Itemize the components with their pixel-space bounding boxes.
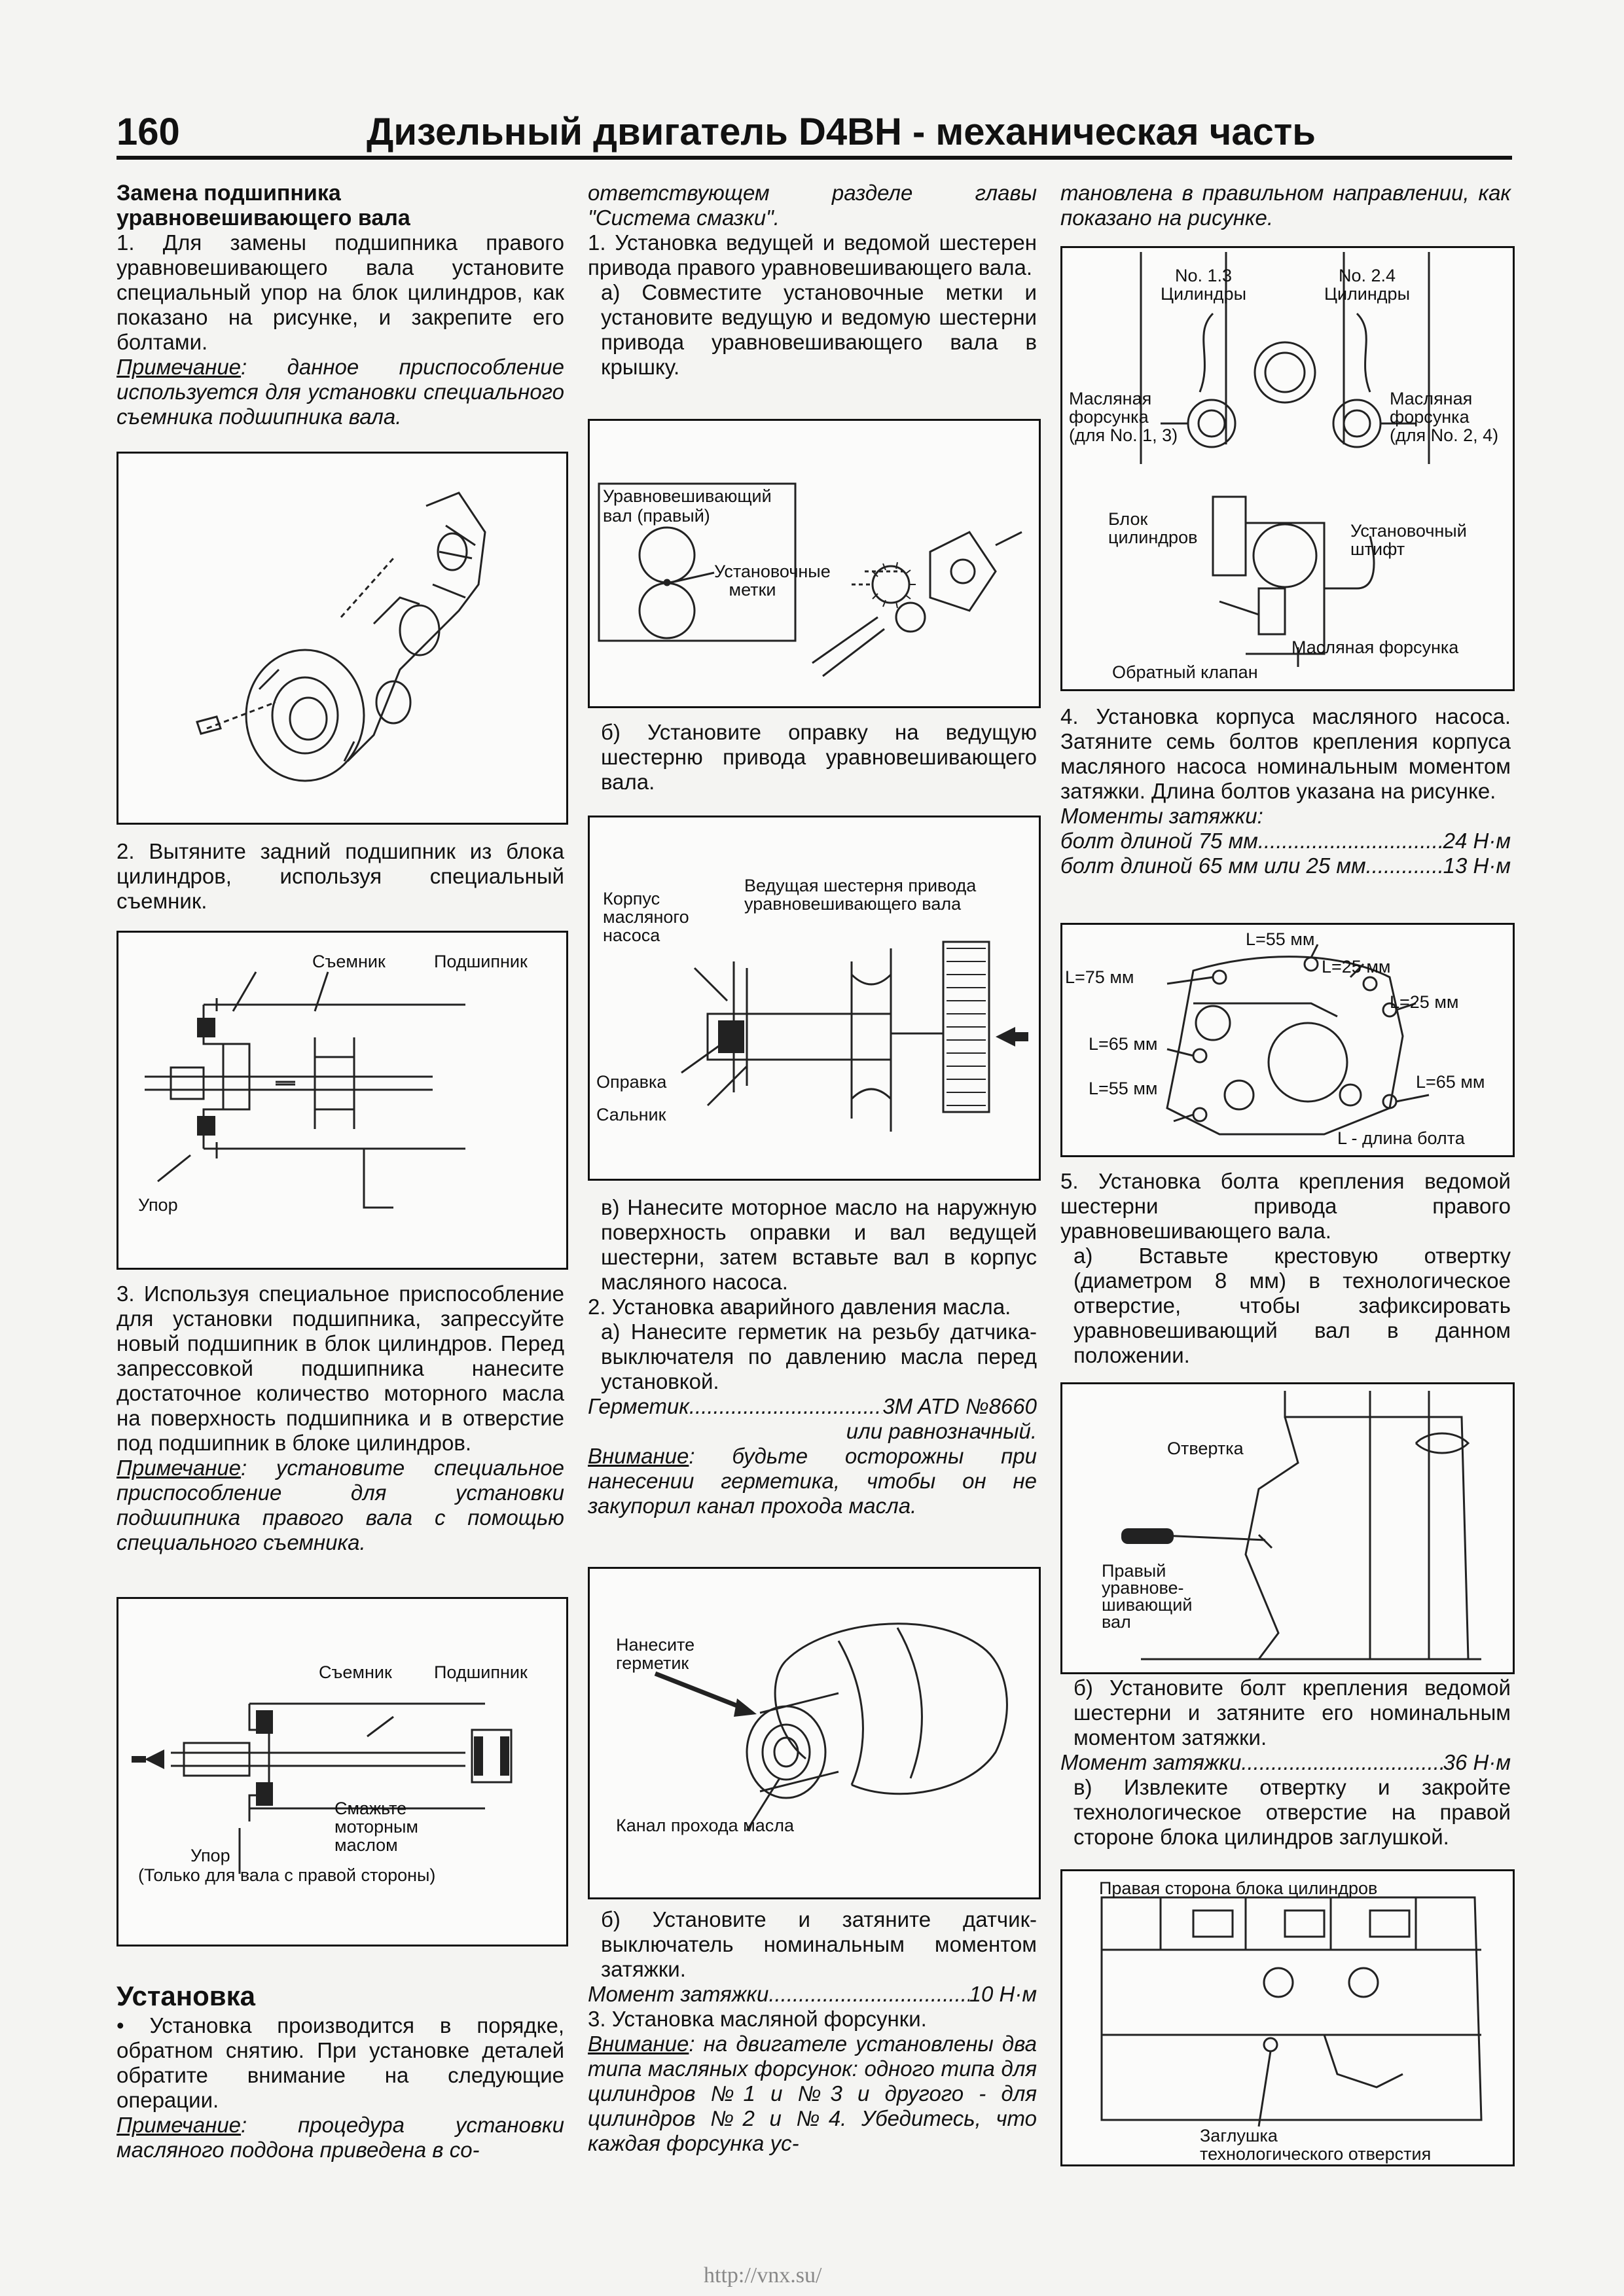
label-l55-top: L=55 мм [1246, 929, 1315, 949]
col2-cont: ответствующем разделе главы "Система сма… [588, 181, 1037, 230]
figure-bolt-lengths: L=55 мм L=25 мм L=75 мм L=25 мм L=65 мм … [1060, 923, 1515, 1157]
step-3: 3. Используя специальное приспособление … [117, 1282, 564, 1455]
torque-bolt-65: болт длиной 65 мм или 25 мм.............… [1060, 853, 1511, 878]
label-l55-bottom: L=55 мм [1089, 1079, 1158, 1098]
label-bolt-length-legend: L - длина болта [1337, 1128, 1465, 1148]
label-l65-right: L=65 мм [1416, 1072, 1485, 1092]
warning-1: Внимание: будьте осторожны при нанесении… [588, 1444, 1037, 1518]
figure-stop-install [117, 452, 568, 825]
torque-bolt-75: болт длиной 75 мм.......................… [1060, 829, 1511, 853]
step-5a: а) Вставьте крестовую отвертку (диаметро… [1074, 1244, 1511, 1367]
step-1c: в) Нанесите моторное масло на наружную п… [601, 1195, 1037, 1294]
sealant-alt: или равнозначный. [846, 1419, 1037, 1443]
col2-step1: 1. Установка ведущей и ведомой шестерен … [588, 230, 1037, 380]
warning-2: Внимание: на двигателе установлены два т… [588, 2032, 1037, 2155]
torque-spec-36: Момент затяжки..........................… [1060, 1750, 1511, 1774]
label-oil-jet: Масляная форсунка [1291, 637, 1459, 657]
col1-install: • Установка производится в порядке, обра… [117, 2013, 564, 2162]
footer-url: http://vnx.su/ [704, 2263, 822, 2287]
label-puller: Съемник [312, 952, 386, 971]
sealant-spec: Герметик................................… [588, 1394, 1037, 1418]
page-title: Дизельный двигатель D4BH - механическая … [367, 111, 1316, 153]
step-1: 1. Установка ведущей и ведомой шестерен … [588, 230, 1037, 279]
col1-step3: 3. Используя специальное приспособление … [117, 1282, 564, 1555]
col1-step2: 2. Вытяните задний подшипник из блока ци… [117, 839, 564, 914]
step-1: 1. Для замены подшипника правого уравнов… [117, 230, 564, 354]
label-timing-marks: Установочные метки [714, 562, 831, 600]
step-1b: б) Установите оправку на ведущую шестерн… [601, 720, 1037, 794]
note-1: Примечание: данное приспособление исполь… [117, 355, 564, 429]
label-stop: Упор [190, 1846, 230, 1865]
label-l25-top: L=25 мм [1322, 957, 1391, 977]
col3-cont-text: тановлена в правильном направлении, как … [1060, 181, 1511, 230]
step-3: 3. Установка масляной форсунки. [588, 2007, 927, 2031]
label-bearing: Подшипник [434, 1662, 528, 1682]
label-oil-channel: Канал прохода масла [616, 1816, 795, 1835]
col3-step5b: б) Установите болт крепления ведомой шес… [1060, 1676, 1511, 1850]
torque-spec-10: Момент затяжки..........................… [588, 1982, 1037, 2006]
step-4: 4. Установка корпуса масляного насоса. З… [1060, 704, 1511, 803]
step-5: 5. Установка болта крепления ведомой шес… [1060, 1169, 1511, 1243]
page-number: 160 [117, 111, 180, 153]
col3-cont: тановлена в правильном направлении, как … [1060, 181, 1511, 230]
label-check-valve: Обратный клапан [1112, 662, 1258, 682]
label-mandrel: Оправка [596, 1072, 667, 1092]
label-l75: L=75 мм [1065, 967, 1134, 987]
step-2: 2. Вытяните задний подшипник из блока ци… [117, 839, 564, 913]
figure-title: Правая сторона блока цилиндров [1099, 1878, 1378, 1898]
step-2a: а) Нанесите герметик на резьбу датчика-в… [601, 1319, 1037, 1393]
install-heading: Установка [117, 1981, 255, 2011]
col2-step1c: в) Нанесите моторное масло на наружную п… [588, 1195, 1037, 1518]
col2-step1b: б) Установите оправку на ведущую шестерн… [588, 720, 1037, 795]
header-rule [117, 156, 1512, 160]
label-l25-right: L=25 мм [1390, 992, 1459, 1012]
step-5b: б) Установите болт крепления ведомой шес… [1074, 1676, 1511, 1749]
label-screwdriver: Отвертка [1167, 1439, 1244, 1458]
step-2b: б) Установите и затяните датчик-выключат… [601, 1907, 1037, 1981]
col3-step5: 5. Установка болта крепления ведомой шес… [1060, 1169, 1511, 1368]
label-puller: Съемник [319, 1662, 392, 1682]
install-bullet: • Установка производится в порядке, обра… [117, 2013, 564, 2112]
col2-step2b: б) Установите и затяните датчик-выключат… [588, 1907, 1037, 2156]
note-3: Примечание: процедура установки масляног… [117, 2113, 564, 2162]
step-1a: а) Совместите установочные метки и устан… [601, 280, 1037, 379]
label-bearing: Подшипник [434, 952, 528, 971]
step-2: 2. Установка аварийного давления масла. [588, 1295, 1011, 1319]
label-seal: Сальник [596, 1105, 666, 1124]
label-l65-left: L=65 мм [1089, 1034, 1158, 1054]
step-5c: в) Извлеките отвертку и закройте техноло… [1074, 1775, 1511, 1849]
label-only-right: (Только для вала с правой стороны) [138, 1865, 436, 1885]
col2-cont-line1: ответствующем разделе главы [588, 181, 1037, 205]
label-stop: Упор [138, 1195, 178, 1215]
col2-cont-line2: "Система смазки". [588, 206, 780, 230]
torques-label: Моменты затяжки: [1060, 804, 1263, 828]
figure-bearing-removal: Съемник Подшипник Упор [117, 931, 568, 1270]
note-2: Примечание: установите специальное присп… [117, 1456, 564, 1554]
col3-step4: 4. Установка корпуса масляного насоса. З… [1060, 704, 1511, 878]
